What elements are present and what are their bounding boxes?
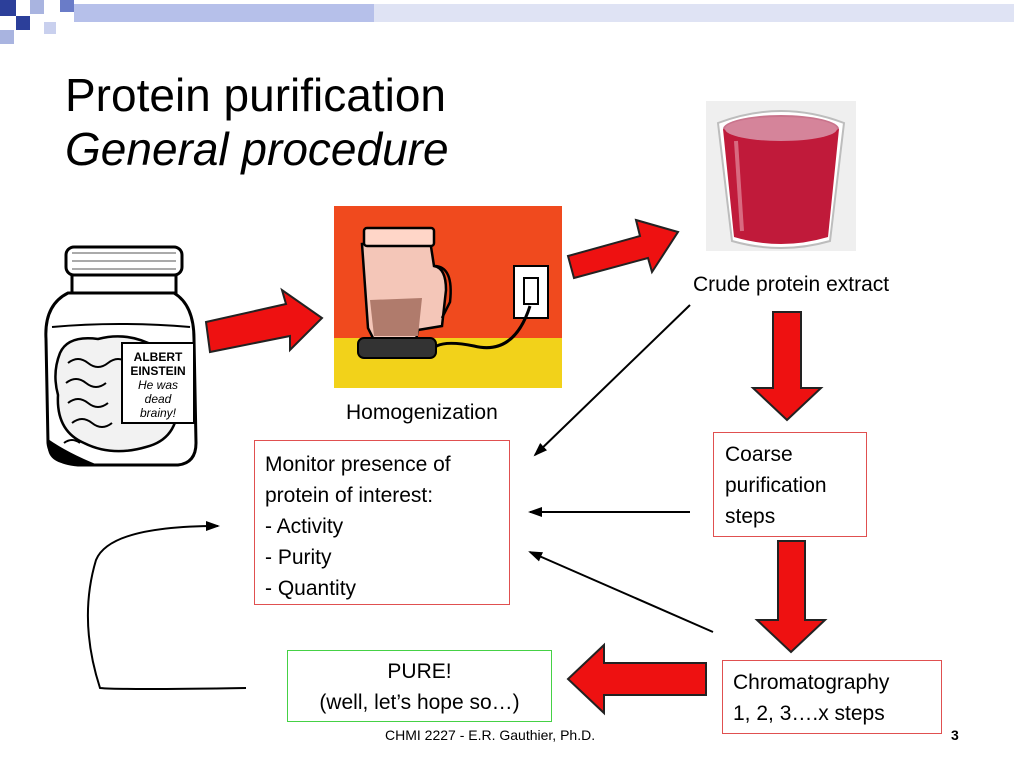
jar-label-line-2: EINSTEIN [130,364,185,378]
crude-extract-label: Crude protein extract [693,273,890,296]
brain-jar-image: ALBERT EINSTEIN He was dead brainy! [44,245,198,467]
monitor-box: Monitor presence of protein of interest:… [254,440,510,605]
title-line-2: General procedure [65,123,449,175]
red-arrow-extract-to-coarse [750,311,824,422]
crude-extract-glass-image [706,101,856,251]
coarse-line: purification [725,474,827,497]
arrow-pure-loop-to-monitor [86,521,247,690]
pure-line: (well, let’s hope so…) [319,691,520,714]
monitor-line: protein of interest: [265,484,434,507]
coarse-line: Coarse [725,443,793,466]
pure-box: PURE! (well, let’s hope so…) [287,650,552,722]
slide-title: Protein purification General procedure [65,68,449,176]
homogenization-label: Homogenization [346,401,498,424]
monitor-line: - Quantity [265,577,357,600]
arrow-extract-to-monitor [533,304,691,457]
jar-label-line-1: ALBERT [134,350,183,364]
coarse-line: steps [725,505,776,528]
page-number: 3 [951,727,959,743]
jar-label-line-3: He was [138,378,178,392]
blender-image [334,206,562,388]
jar-label-line-4: dead [145,392,172,406]
jar-label-line-5: brainy! [140,406,177,420]
red-arrow-coarse-to-chromatography [754,540,828,654]
footer-text: CHMI 2227 - E.R. Gauthier, Ph.D. [385,727,596,743]
red-arrow-blender-to-extract [566,218,680,280]
title-line-1: Protein purification [65,69,446,121]
monitor-line: - Purity [265,546,332,569]
coarse-purification-box: Coarse purification steps [713,432,867,537]
red-arrow-chromatography-to-pure [566,642,707,716]
arrow-chromatography-to-monitor [528,551,714,633]
chromatography-box: Chromatography 1, 2, 3….x steps [722,660,942,734]
monitor-line: - Activity [265,515,344,538]
red-arrow-jar-to-blender [204,287,324,354]
monitor-line: Monitor presence of [265,453,451,476]
chromatography-line: Chromatography [733,671,890,694]
chromatography-line: 1, 2, 3….x steps [733,702,885,725]
pure-line: PURE! [387,660,452,683]
